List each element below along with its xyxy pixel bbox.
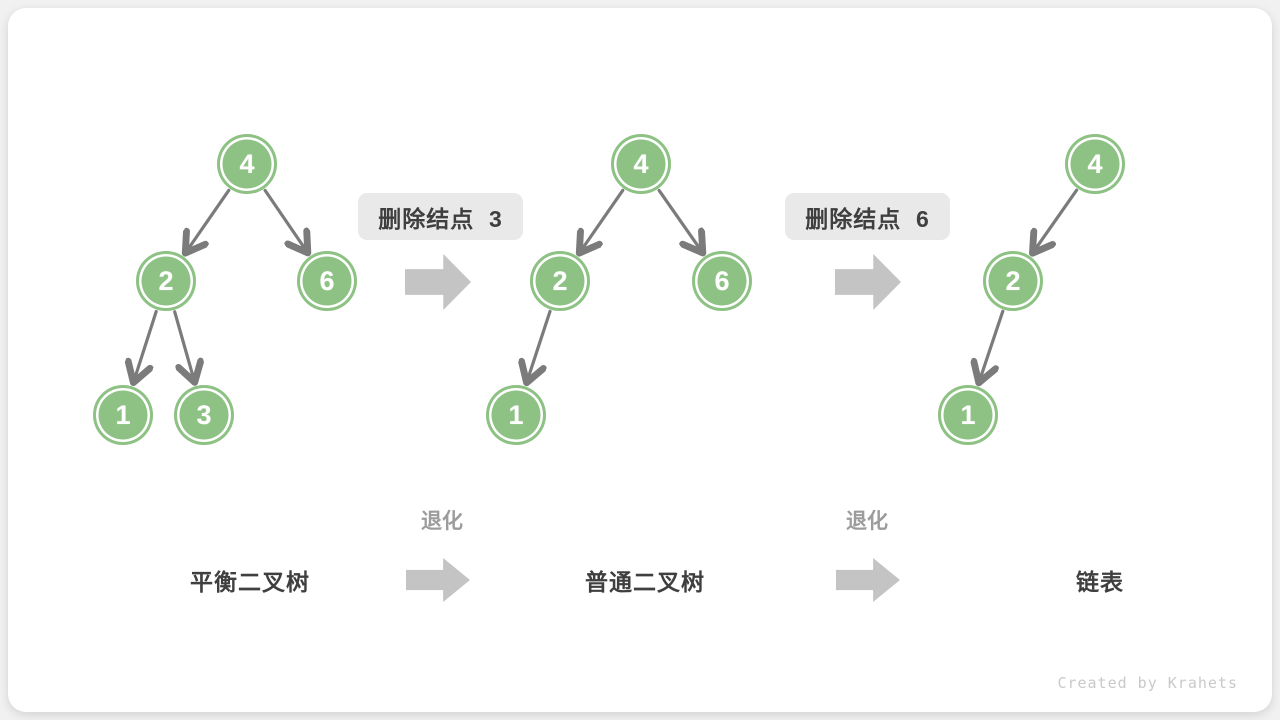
delete-node-6-label: 删除结点 6: [785, 193, 950, 240]
tree-node-value: 2: [158, 265, 174, 296]
tree-node-value: 2: [552, 265, 568, 296]
tree-node-value: 6: [319, 265, 335, 296]
tree-node-value: 4: [1087, 148, 1103, 179]
watermark-credit: Created by Krahets: [1057, 674, 1238, 692]
tree2-node-2: 2: [530, 251, 590, 311]
tree-node-value: 1: [960, 399, 976, 430]
tree-node-value: 3: [196, 399, 212, 430]
tree1-node-1: 1: [93, 385, 153, 445]
tree1-node-4: 4: [217, 134, 277, 194]
tree2-node-4: 4: [611, 134, 671, 194]
tree3-node-2: 2: [983, 251, 1043, 311]
diagram-card: [8, 8, 1272, 712]
tree1-name: 平衡二叉树: [190, 569, 310, 595]
tree3-node-4: 4: [1065, 134, 1125, 194]
tree-node-value: 6: [714, 265, 730, 296]
tree1-node-3: 3: [174, 385, 234, 445]
tree-node-value: 1: [508, 399, 524, 430]
tree-node-value: 1: [115, 399, 131, 430]
tree-node-value: 4: [239, 148, 255, 179]
degrade-label: 退化: [421, 510, 463, 533]
tree-node-value: 4: [633, 148, 649, 179]
tree3-node-1: 1: [938, 385, 998, 445]
degrade-label: 退化: [846, 510, 888, 533]
tree-node-value: 2: [1005, 265, 1021, 296]
tree1-node-6: 6: [297, 251, 357, 311]
tree2-node-6: 6: [692, 251, 752, 311]
tree2-node-1: 1: [486, 385, 546, 445]
tree2-name: 普通二叉树: [585, 569, 705, 595]
tree3-name: 链表: [1076, 569, 1124, 595]
tree1-node-2: 2: [136, 251, 196, 311]
delete-node-3-label: 删除结点 3: [358, 193, 523, 240]
